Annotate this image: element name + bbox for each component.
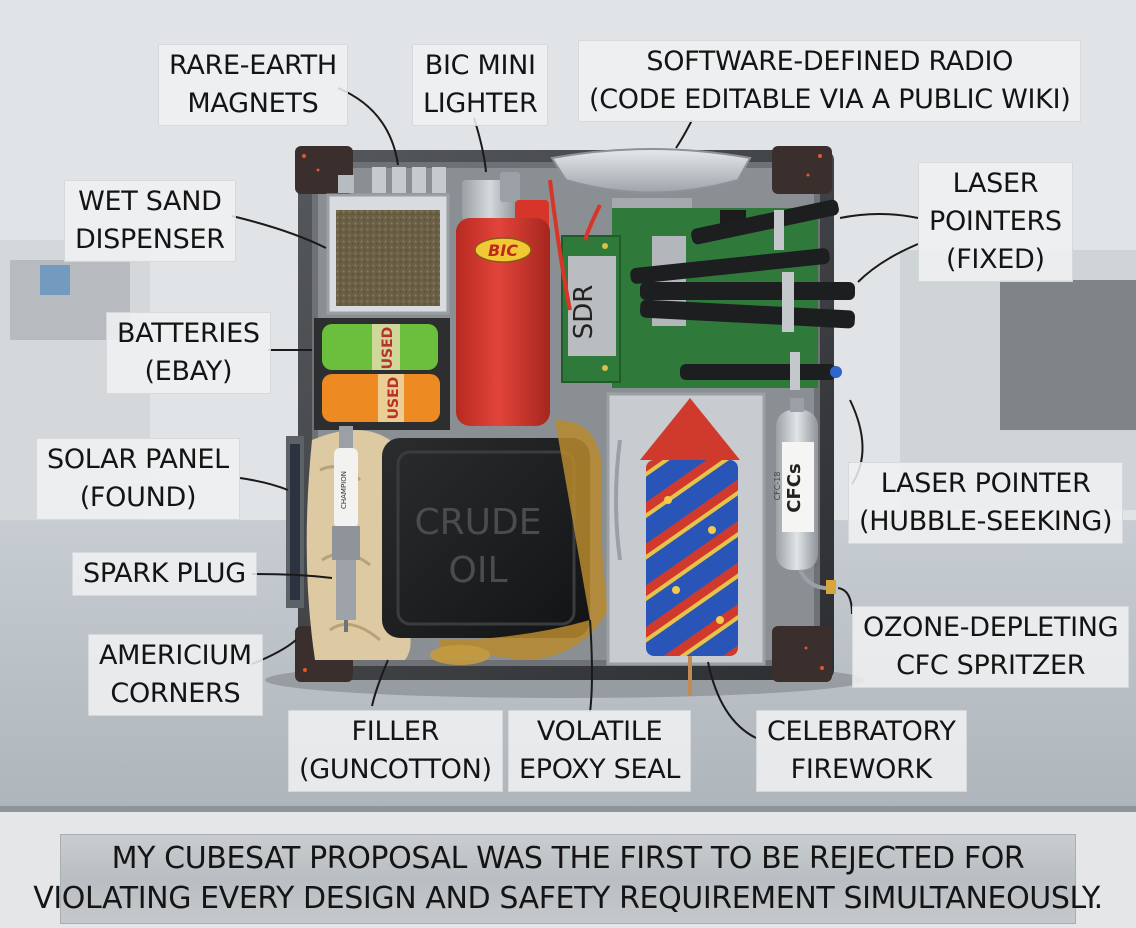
label-line: (HUBBLE-SEEKING) (859, 506, 1113, 537)
label-line: POINTERS (929, 206, 1062, 237)
solar-panel (286, 436, 304, 608)
label-line: CFC SPRITZER (896, 650, 1086, 681)
spark-plug: CHAMPION (332, 426, 360, 632)
label-line: LIGHTER (423, 88, 538, 119)
label-line: LASER POINTER (880, 468, 1091, 499)
label-software-defined-radio: SOFTWARE-DEFINED RADIO (CODE EDITABLE VI… (578, 40, 1082, 122)
label-line: SPARK PLUG (83, 558, 246, 589)
battery-used-label-2: USED (386, 377, 402, 420)
caption-line-2: VIOLATING EVERY DESIGN AND SAFETY REQUIR… (33, 881, 1103, 916)
label-filler-guncotton: FILLER (GUNCOTTON) (288, 710, 503, 792)
battery-used-label-1: USED (380, 327, 396, 370)
rare-earth-magnets (338, 167, 446, 193)
crude-oil-text-line1: CRUDE (415, 502, 542, 543)
label-rare-earth-magnets: RARE-EARTH MAGNETS (158, 44, 348, 126)
label-batteries: BATTERIES (EBAY) (106, 312, 271, 394)
cfc-can-small-label: CFC-18 (773, 472, 782, 501)
label-wet-sand-dispenser: WET SAND DISPENSER (64, 180, 236, 262)
label-line: MAGNETS (187, 88, 319, 119)
label-americium-corners: AMERICIUM CORNERS (88, 634, 263, 716)
label-line: (CODE EDITABLE VIA A PUBLIC WIKI) (589, 84, 1071, 115)
cfc-can-label: CFCs (784, 463, 805, 512)
label-line: AMERICIUM (99, 640, 252, 671)
label-spark-plug: SPARK PLUG (72, 552, 257, 596)
label-laser-pointers-fixed: LASER POINTERS (FIXED) (918, 162, 1073, 282)
crude-oil-text-line2: OIL (448, 550, 507, 591)
label-volatile-epoxy-seal: VOLATILE EPOXY SEAL (508, 710, 692, 792)
label-line: BATTERIES (117, 318, 260, 349)
laser-pointer-hubble-seeking (680, 352, 842, 390)
label-line: SOFTWARE-DEFINED RADIO (646, 46, 1014, 77)
label-celebratory-firework: CELEBRATORY FIREWORK (756, 710, 967, 792)
spark-plug-text: CHAMPION (340, 471, 348, 509)
label-line: SOLAR PANEL (47, 444, 229, 475)
lighter-brand: BIC (488, 241, 518, 260)
label-line: CORNERS (110, 678, 241, 709)
cfc-spritzer: CFCs CFC-18 (773, 398, 836, 594)
label-line: VOLATILE (536, 716, 663, 747)
crude-oil-container: CRUDE OIL (382, 438, 590, 638)
label-line: OZONE-DEPLETING (863, 612, 1119, 643)
label-line: (FOUND) (79, 482, 197, 513)
label-line: BIC MINI (424, 50, 536, 81)
label-line: DISPENSER (75, 224, 225, 255)
label-line: (FIXED) (945, 244, 1045, 275)
label-solar-panel: SOLAR PANEL (FOUND) (36, 438, 240, 520)
caption-line-1: MY CUBESAT PROPOSAL WAS THE FIRST TO BE … (111, 841, 1025, 876)
label-cfc-spritzer: OZONE-DEPLETING CFC SPRITZER (852, 606, 1130, 688)
label-line: FILLER (351, 716, 440, 747)
label-line: LASER (952, 168, 1039, 199)
label-line: (GUNCOTTON) (299, 754, 492, 785)
batteries: USED USED (314, 318, 450, 430)
volatile-epoxy-seal (430, 420, 608, 665)
label-line: EPOXY SEAL (519, 754, 681, 785)
label-line: FIREWORK (790, 754, 933, 785)
label-laser-pointer-hubble: LASER POINTER (HUBBLE-SEEKING) (848, 462, 1124, 544)
laser-pointers-fixed (630, 199, 856, 332)
label-bic-mini-lighter: BIC MINI LIGHTER (412, 44, 549, 126)
bic-lighter: BIC (456, 172, 550, 426)
sdr-board-label: SDR (569, 285, 599, 340)
caption-plaque: MY CUBESAT PROPOSAL WAS THE FIRST TO BE … (33, 834, 1103, 924)
wet-sand-dispenser (326, 193, 450, 315)
label-line: WET SAND (78, 186, 222, 217)
label-line: CELEBRATORY (767, 716, 956, 747)
label-line: (EBAY) (144, 356, 233, 387)
celebratory-firework (606, 392, 766, 696)
label-line: RARE-EARTH (169, 50, 337, 81)
